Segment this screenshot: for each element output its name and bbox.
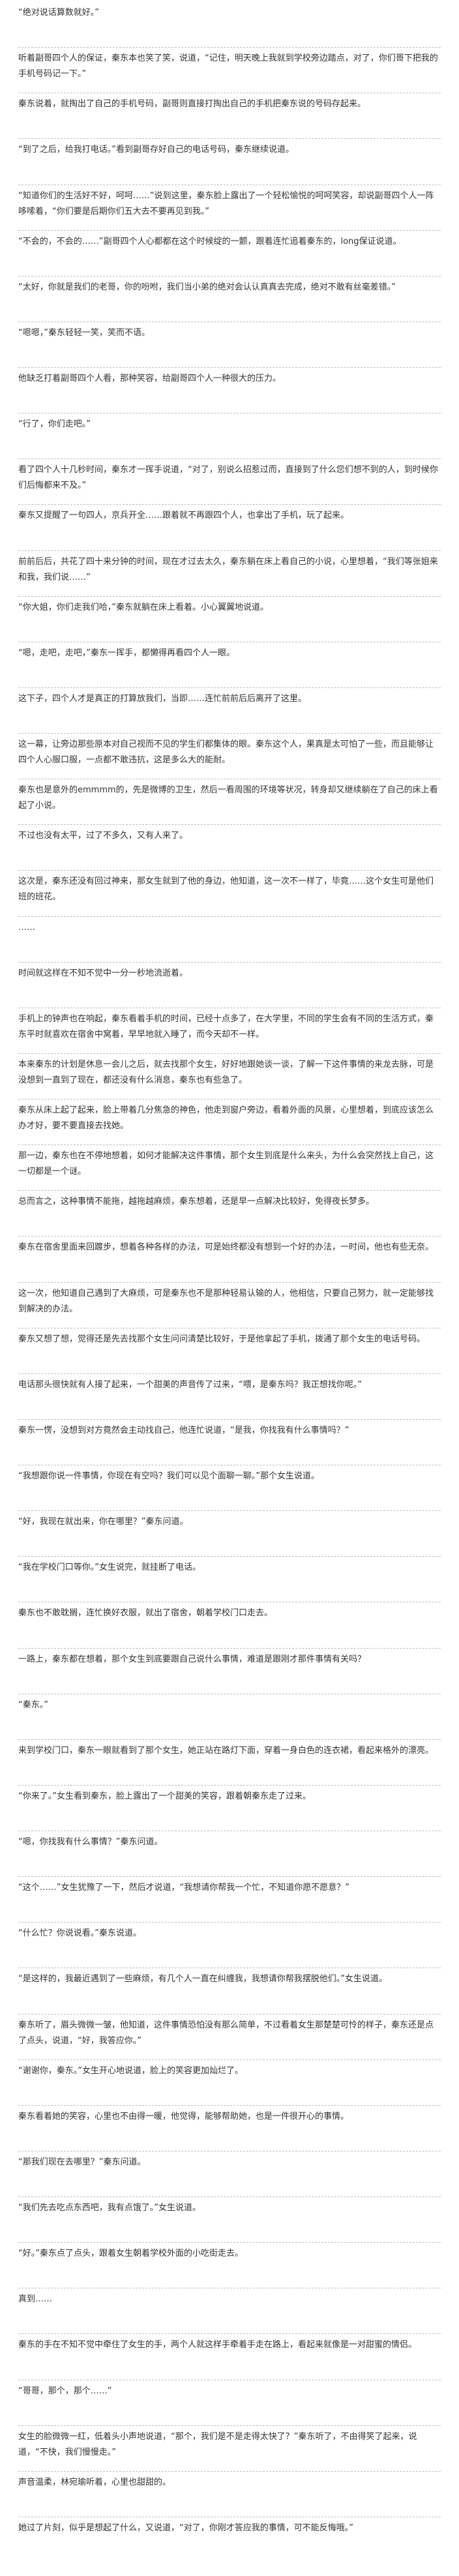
paragraph: “到了之后，给我打电话。”看到副哥存好自己的电话号码，秦东继续说道。 [18, 145, 294, 155]
paragraph-divider [18, 230, 441, 231]
paragraph: 真到…… [18, 2294, 53, 2304]
paragraph: 秦东的手在不知不觉中牵住了女生的手，两个人就这样手牵着手走在路上，看起来就像是一… [18, 2340, 417, 2350]
paragraph: 这一幕，让旁边那些原本对自己视而不见的学生们都集体的眼。秦东这个人，果真是太可怕… [18, 740, 434, 765]
paragraph-divider [18, 2059, 441, 2060]
paragraph: 总而言之，这种事情不能拖，越拖越麻烦，秦东想着，还是早一点解决比较好，免得夜长梦… [18, 1197, 375, 1206]
paragraph: 秦东又想了想，觉得还是先去找那个女生问问清楚比较好，于是他拿起了手机，拨通了那个… [18, 1334, 426, 1344]
paragraph-divider [18, 2333, 441, 2334]
paragraph-divider [18, 1282, 441, 1283]
paragraph: 她过了片刻，似乎是想起了什么，又说道，“对了，你刚才答应我的事情，可不能反悔哦。… [18, 2523, 353, 2533]
paragraph: “你来了。”女生看到秦东，脸上露出了一个甜美的笑容，跟着朝秦东走了过来。 [18, 1791, 311, 1801]
paragraph: 手机上的钟声也在响起，秦东看着手机的时间，已经十点多了，在大学里，不同的学生会有… [18, 1014, 434, 1040]
paragraph: “我想跟你说一件事情，你现在有空吗？我们可以见个面聊一聊。”那个女生说道。 [18, 1471, 319, 1481]
paragraph: 前前后后，共花了四十来分钟的时间，现在才过去太久，秦东躺在床上看自己的小说，心里… [18, 557, 438, 582]
paragraph: 不过也没有太平，过了不多久，又有人来了。 [18, 831, 188, 841]
paragraph-divider [18, 1739, 441, 1740]
paragraph-divider [18, 138, 441, 139]
paragraph: “知道你们的生活好不好，呵呵……”说到这里，秦东脸上露出了一个轻松愉悦的呵呵笑容… [18, 191, 434, 217]
paragraph-divider [18, 2471, 441, 2472]
paragraph: 声音温柔，林宛瑜听着，心里也甜甜的。 [18, 2478, 171, 2487]
paragraph: 一路上，秦东都在想着，那个女生到底要跟自己说什么事情，难道是跟刚才那件事情有关吗… [18, 1655, 366, 1664]
paragraph-divider [18, 1190, 441, 1191]
paragraph-divider [18, 276, 441, 277]
paragraph-divider [18, 458, 441, 459]
paragraph-divider [18, 916, 441, 917]
paragraph-divider [18, 1785, 441, 1786]
paragraph-divider [18, 1510, 441, 1511]
paragraph-divider [18, 2196, 441, 2197]
paragraph: “秦东。” [18, 1700, 48, 1710]
paragraph: “我在学校门口等你。”女生说完，就挂断了电话。 [18, 1563, 201, 1572]
paragraph: 秦东从床上起了起来，脸上带着几分焦急的神色，他走到窗户旁边，看着外面的风景，心里… [18, 1105, 434, 1131]
paragraph: “嗯嗯，”秦东轻轻一笑，笑而不语。 [18, 328, 150, 338]
paragraph-divider [18, 504, 441, 505]
paragraph: 这下子，四个人才是真正的打算放我们，当即……连忙前前后后离开了这里。 [18, 694, 307, 704]
paragraph: 秦东听了，眉头微微一皱，他知道，这件事情恐怕没有那么简单，不过看着女生那楚楚可怜… [18, 2020, 434, 2046]
paragraph: …… [18, 923, 35, 933]
paragraph-divider [18, 1922, 441, 1923]
paragraph: 秦东在宿舍里面来回踱步，想着各种各样的办法，可是始终都没有想到一个好的办法，一时… [18, 1242, 434, 1252]
paragraph-divider [18, 1876, 441, 1877]
paragraph-divider [18, 2425, 441, 2426]
paragraph-divider [18, 1053, 441, 1054]
paragraph: 电话那头很快就有人接了起来，一个甜美的声音传了过来，“喂，是秦东吗？我正想找你呢… [18, 1380, 362, 1390]
paragraph-divider [18, 733, 441, 734]
paragraph: 秦东一愣，没想到对方竟然会主动找自己，他连忙说道，“是我，你找我有什么事情吗？” [18, 1426, 349, 1435]
paragraph: 秦东也是意外的emmmm的，先是微博的卫生，然后一看周围的环境等状况，转身却又继… [18, 785, 438, 811]
paragraph: “绝对说话算数就好。” [18, 8, 99, 18]
paragraph: 这一次，他知道自己遇到了大麻烦，可是秦东也不是那种轻易认输的人，他相信，只要自己… [18, 1289, 434, 1314]
paragraph: “什么忙？你说说看。”秦东说道。 [18, 1928, 141, 1938]
paragraph: “不会的，不会的……”副哥四个人心都都在这个时候绽的一颤，跟着连忙追着秦东的，l… [18, 237, 402, 247]
paragraph-divider [18, 2105, 441, 2106]
paragraph: “谢谢你，秦东。”女生开心地说道，脸上的笑容更加灿烂了。 [18, 2066, 243, 2076]
paragraph: 秦东说着，就掏出了自己的手机号码，副哥则直接打掏出自己的手机把秦东说的号码存起来… [18, 99, 366, 109]
paragraph: “这个……”女生犹豫了一下，然后才说道，“我想请你帮我一个忙，不知道你愿不愿意？… [18, 1883, 349, 1893]
paragraph: “哥哥，那个，那个……” [18, 2386, 112, 2396]
paragraph-divider [18, 1648, 441, 1649]
paragraph-divider [18, 1099, 441, 1100]
paragraph: 听着副哥四个人的保证，秦东本也笑了笑，说道，“记住，明天晚上我就到学校旁边踏点，… [18, 53, 438, 79]
paragraph: 秦东也不敢耽搁，连忙换好衣服，就出了宿舍，朝着学校门口走去。 [18, 1608, 273, 1618]
paragraph-divider [18, 2242, 441, 2243]
paragraph-divider [18, 596, 441, 597]
paragraph: “太好，你就是我们的老哥，你的吩咐，我们当小弟的绝对会认认真真去完成，绝对不敢有… [18, 282, 396, 292]
paragraph: 来到学校门口，秦东一眼就看到了那个女生，她正站在路灯下面，穿着一身白色的连衣裙，… [18, 1746, 434, 1756]
paragraph: “嗯，走吧，走吧，”秦东一挥手，都懒得再看四个人一眼。 [18, 648, 235, 658]
paragraph-divider [18, 1373, 441, 1374]
paragraph-divider [18, 1419, 441, 1420]
paragraph: “是这样的，我最近遇到了一些麻烦，有几个人一直在纠缠我，我想请你帮我摆脱他们。”… [18, 1974, 387, 1984]
paragraph: 秦东看着她的笑容，心里也不由得一暖，他觉得，能够帮助她，也是一件很开心的事情。 [18, 2112, 349, 2121]
paragraph: 看了四个人十几秒时间，秦东才一挥手说道，“对了，别说么招惹过而，直接到了什么您们… [18, 465, 438, 490]
paragraph: 女生的脸微微一红，低着头小声地说道，“那个，我们是不是走得太快了？”秦东听了，不… [18, 2432, 417, 2457]
paragraph: “嗯，你找我有什么事情？”秦东问道。 [18, 1837, 163, 1847]
paragraph: 那一边，秦东也在不停地想着，如何才能解决这件事情，那个女生到底是什么来头，为什么… [18, 1151, 434, 1176]
paragraph: “好，我现在就出来，你在哪里？”秦东问道。 [18, 1517, 188, 1527]
paragraph: “那我们现在去哪里？”秦东问道。 [18, 2157, 146, 2167]
paragraph: 本来秦东的计划是休息一会儿之后，就去找那个女生，好好地跟她谈一谈，了解一下这件事… [18, 1060, 434, 1085]
paragraph: 这次是，秦东还没有回过神来，那女生就到了他的身边，他知道，这一次不一样了，毕竟…… [18, 876, 434, 902]
paragraph: “好。”秦东点了点头，跟着女生朝着学校外面的小吃街走去。 [18, 2249, 243, 2258]
paragraph: “我们先去吃点东西吧，我有点饿了。”女生说道。 [18, 2203, 201, 2213]
paragraph-divider [18, 550, 441, 551]
paragraph: “行了，你们走吧。” [18, 419, 91, 429]
paragraph: 他缺乏打着副哥四个人看，那种笑容，给副哥四个人一种很大的压力。 [18, 374, 282, 383]
paragraph: 时间就这样在不知不觉中一分一秒地流逝着。 [18, 968, 188, 978]
paragraph-divider [18, 962, 441, 963]
paragraph-divider [18, 824, 441, 825]
paragraph-divider [18, 47, 441, 48]
paragraph: “你大姐，你们走我们哈，”秦东就躺在床上看着。小心翼翼地说道。 [18, 603, 269, 612]
paragraph-divider [18, 367, 441, 368]
paragraph: 秦东又提醒了一句四人，京兵开全……跟着就不再跟四个人，也拿出了手机，玩了起来。 [18, 511, 349, 520]
paragraph-divider [18, 1556, 441, 1557]
paragraph-divider [18, 870, 441, 871]
paragraph-divider [18, 687, 441, 688]
